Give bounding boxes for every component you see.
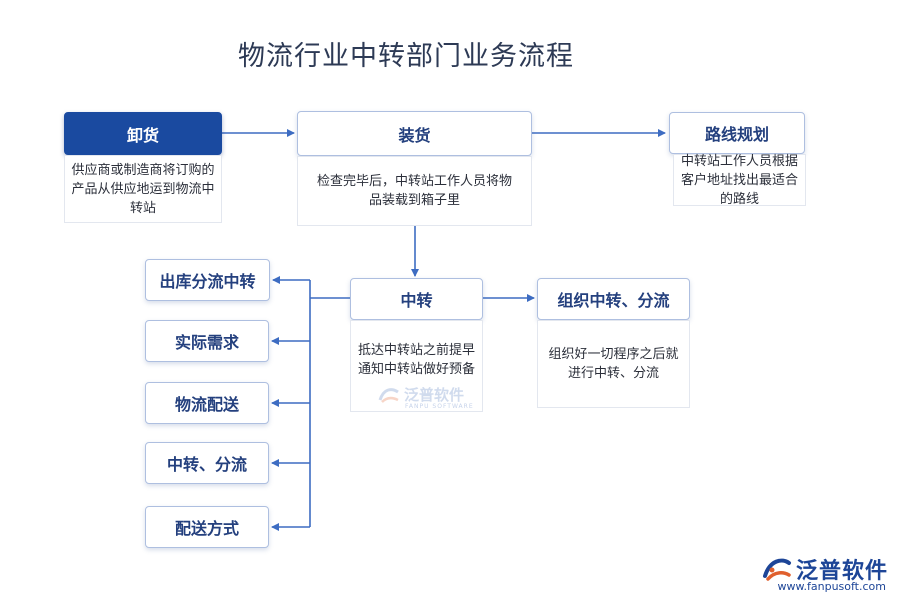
node-method: 配送方式 xyxy=(145,506,269,548)
node-demand-label: 实际需求 xyxy=(174,333,239,352)
desc-organize: 组织好一切程序之后就进行中转、分流 xyxy=(537,320,690,408)
watermark-logo-icon xyxy=(378,387,399,403)
watermark-subtext: FANPU SOFTWARE xyxy=(405,403,474,410)
watermark: 泛普软件 xyxy=(378,384,464,405)
brand-logo: 泛普软件 xyxy=(762,553,888,585)
brand-url: www.fanpusoft.com xyxy=(777,580,886,593)
diagram-title: 物流行业中转部门业务流程 xyxy=(238,41,574,72)
node-transfer-label: 中转 xyxy=(400,291,433,310)
desc-route-text: 中转站工作人员根据客户地址找出最适合的路线 xyxy=(680,153,798,207)
node-demand: 实际需求 xyxy=(145,320,269,362)
node-delivery-label: 物流配送 xyxy=(174,395,239,414)
node-method-label: 配送方式 xyxy=(174,519,239,538)
desc-load-text: 检查完毕后，中转站工作人员将物品装载到箱子里 xyxy=(316,174,512,208)
desc-unload-text: 供应商或制造商将订购的产品从供应地运到物流中转站 xyxy=(71,162,215,216)
node-unload-label: 卸货 xyxy=(126,125,159,145)
node-organize: 组织中转、分流 xyxy=(537,278,690,320)
node-unload: 卸货 xyxy=(64,112,222,155)
desc-route: 中转站工作人员根据客户地址找出最适合的路线 xyxy=(673,153,806,207)
node-route: 路线规划 xyxy=(669,112,805,154)
node-outbound: 出库分流中转 xyxy=(145,259,270,301)
node-outbound-label: 出库分流中转 xyxy=(159,272,256,291)
desc-organize-text: 组织好一切程序之后就进行中转、分流 xyxy=(548,347,679,381)
desc-transfer-text: 抵达中转站之前提早通知中转站做好预备 xyxy=(357,343,475,377)
desc-load: 检查完毕后，中转站工作人员将物品装载到箱子里 xyxy=(297,156,532,226)
desc-transfer: 抵达中转站之前提早通知中转站做好预备 xyxy=(350,320,483,412)
node-load: 装货 xyxy=(297,111,532,156)
node-transfer: 中转 xyxy=(350,278,483,320)
node-delivery: 物流配送 xyxy=(145,382,269,424)
node-route-label: 路线规划 xyxy=(704,125,769,144)
node-organize-label: 组织中转、分流 xyxy=(557,291,670,310)
brand-name: 泛普软件 xyxy=(795,559,888,584)
node-split: 中转、分流 xyxy=(145,442,269,484)
node-split-label: 中转、分流 xyxy=(166,455,247,474)
watermark-text: 泛普软件 xyxy=(404,386,465,404)
node-load-label: 装货 xyxy=(398,125,431,145)
brand-logo-icon xyxy=(762,558,791,581)
desc-unload: 供应商或制造商将订购的产品从供应地运到物流中转站 xyxy=(64,155,222,223)
